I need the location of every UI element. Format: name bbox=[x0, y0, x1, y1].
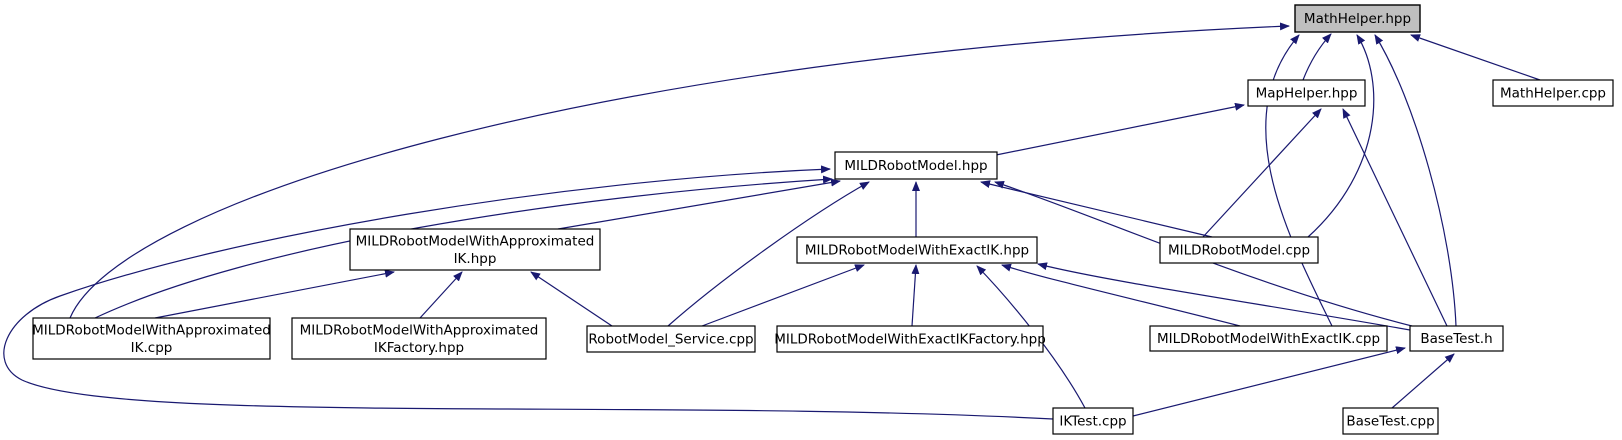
edge-mild-robot-model-hpp-to-map-helper-hpp bbox=[995, 102, 1245, 156]
edge-mild-robot-model-cpp-to-math-helper-hpp bbox=[1307, 34, 1375, 238]
edge-base-test-h-to-math-helper-hpp bbox=[1374, 34, 1457, 327]
edge-mild-robot-model-with-approximated-ik-factory-hpp-to-mild-robot-model-with-approximated-ik-hpp bbox=[419, 271, 463, 319]
node-mild-robot-model-with-exact-ik-factory-hpp[interactable]: MILDRobotModelWithExactIKFactory.hpp bbox=[774, 325, 1046, 353]
edge-mild-robot-model-with-exact-ik-cpp-to-mild-robot-model-with-exact-ik-hpp bbox=[1001, 263, 1241, 327]
edge-map-helper-hpp-to-math-helper-hpp bbox=[1302, 33, 1332, 81]
node-math-helper-cpp[interactable]: MathHelper.cpp bbox=[1492, 79, 1614, 107]
edge-ik-test-cpp-to-mild-robot-model-hpp bbox=[3, 165, 1054, 420]
edge-robot-model-service-cpp-to-mild-robot-model-hpp bbox=[667, 181, 870, 327]
node-math-helper-hpp[interactable]: MathHelper.hpp bbox=[1294, 4, 1421, 33]
edge-base-test-cpp-to-base-test-h bbox=[1391, 353, 1455, 409]
node-label: BaseTest.cpp bbox=[1346, 414, 1434, 430]
node-label: BaseTest.h bbox=[1420, 331, 1492, 347]
edge-math-helper-cpp-to-math-helper-hpp bbox=[1410, 34, 1541, 81]
node-label: MathHelper.cpp bbox=[1500, 86, 1606, 102]
edge-mild-robot-model-with-exact-ik-cpp-to-math-helper-hpp bbox=[1265, 34, 1333, 327]
edge-robot-model-service-cpp-to-mild-robot-model-with-exact-ik-hpp bbox=[701, 264, 865, 327]
edge-mild-robot-model-with-approximated-ik-cpp-to-mild-robot-model-hpp bbox=[94, 175, 833, 319]
node-label: MILDRobotModelWithExactIK.hpp bbox=[805, 243, 1029, 259]
edge-robot-model-service-cpp-to-mild-robot-model-with-approximated-ik-hpp bbox=[530, 271, 613, 327]
edge-ik-test-cpp-to-base-test-h bbox=[1132, 346, 1406, 417]
node-mild-robot-model-with-exact-ik-cpp[interactable]: MILDRobotModelWithExactIK.cpp bbox=[1149, 325, 1388, 352]
node-base-test-cpp[interactable]: BaseTest.cpp bbox=[1342, 407, 1439, 435]
node-mild-robot-model-with-exact-ik-hpp[interactable]: MILDRobotModelWithExactIK.hpp bbox=[796, 236, 1038, 264]
node-label: MathHelper.hpp bbox=[1304, 11, 1411, 27]
node-label: MILDRobotModel.cpp bbox=[1168, 243, 1310, 259]
edge-mild-robot-model-with-approximated-ik-cpp-to-math-helper-hpp bbox=[69, 22, 1290, 319]
node-label: RobotModel_Service.cpp bbox=[588, 332, 753, 348]
node-label: MILDRobotModelWithExactIK.cpp bbox=[1157, 331, 1380, 347]
node-map-helper-hpp[interactable]: MapHelper.hpp bbox=[1247, 79, 1366, 107]
node-mild-robot-model-hpp[interactable]: MILDRobotModel.hpp bbox=[834, 151, 998, 180]
node-label: MILDRobotModel.hpp bbox=[844, 158, 987, 174]
edge-mild-robot-model-with-approximated-ik-hpp-to-mild-robot-model-hpp bbox=[557, 178, 841, 230]
node-label: IKTest.cpp bbox=[1059, 414, 1126, 430]
edge-mild-robot-model-cpp-to-map-helper-hpp bbox=[1202, 108, 1322, 238]
node-mild-robot-model-cpp[interactable]: MILDRobotModel.cpp bbox=[1159, 236, 1319, 264]
edge-mild-robot-model-with-approximated-ik-cpp-to-mild-robot-model-with-approximated-ik-hpp bbox=[154, 269, 395, 319]
edge-base-test-h-to-map-helper-hpp bbox=[1342, 108, 1448, 327]
edge-mild-robot-model-with-exact-ik-factory-hpp-to-mild-robot-model-with-exact-ik-hpp bbox=[911, 264, 920, 327]
node-robot-model-service-cpp[interactable]: RobotModel_Service.cpp bbox=[586, 325, 756, 353]
node-label: MILDRobotModelWithExactIKFactory.hpp bbox=[774, 332, 1046, 348]
node-base-test-h[interactable]: BaseTest.h bbox=[1409, 325, 1504, 352]
edge-base-test-h-to-mild-robot-model-with-exact-ik-hpp bbox=[1037, 262, 1411, 331]
node-label: MapHelper.hpp bbox=[1256, 86, 1358, 102]
node-ik-test-cpp[interactable]: IKTest.cpp bbox=[1052, 407, 1134, 435]
edge-mild-robot-model-cpp-to-mild-robot-model-hpp bbox=[980, 180, 1213, 238]
